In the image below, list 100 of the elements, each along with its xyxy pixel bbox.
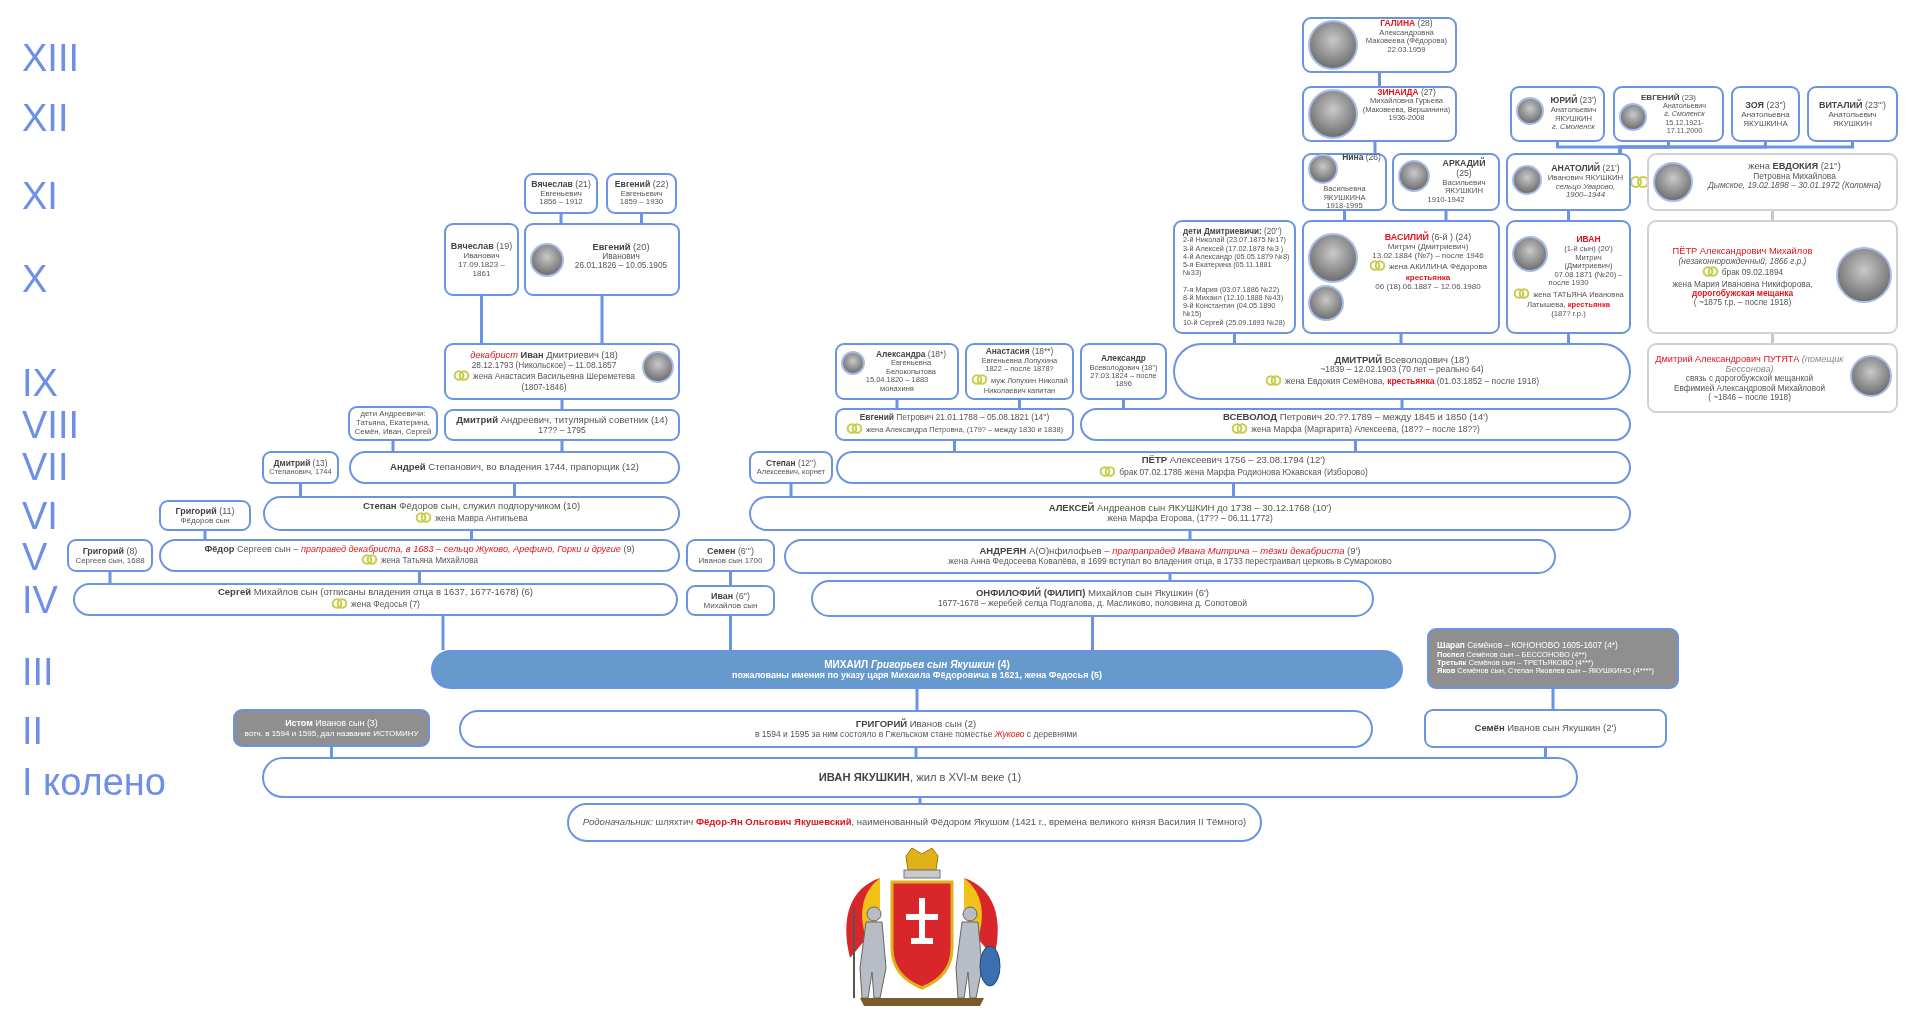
- detail-text: жена Анна Федосеева Ковалёва, в 1699 вступал во владения отца, в 1733 перестраивал церковь в Сумароково: [948, 556, 1392, 567]
- name-text: ЗОЯ (23''): [1745, 99, 1786, 110]
- detail-text: (незаконнорожденный, 1866 г.р.): [1678, 255, 1807, 266]
- connector-line: [1232, 484, 1235, 496]
- name-text: Степан (12''): [766, 457, 816, 468]
- name-text: Евгений (20): [592, 241, 650, 252]
- name-text: Александр: [1101, 353, 1146, 364]
- connector-line: [1188, 531, 1192, 539]
- person-card: [1302, 220, 1500, 334]
- generation-numeral: XIII: [22, 39, 80, 77]
- generation-numeral: IX: [22, 364, 58, 402]
- person-card: [524, 223, 680, 296]
- connector-line: [1354, 441, 1357, 451]
- person-card: [749, 451, 833, 484]
- person-card: [262, 451, 339, 484]
- connector-line: [1378, 73, 1381, 86]
- person-card: [1173, 343, 1631, 400]
- name-text: Вячеслав (19): [450, 240, 513, 251]
- detail-text: Анатольевич ЯКУШКИН: [1828, 110, 1877, 129]
- connector-line: [918, 798, 922, 803]
- detail-text: жена Анастасия Васильевна Шереметева (1807-1846): [473, 370, 635, 393]
- person-card: [444, 343, 680, 400]
- person-card: [67, 539, 153, 572]
- connector-line: [1551, 689, 1555, 709]
- name-text: ДМИТРИЙ Всеволодович (18'): [1334, 353, 1470, 365]
- detail-text: Митрич (Дмитриевич): [1387, 242, 1469, 252]
- connector-line: [108, 572, 112, 583]
- name-text: Вячеслав (21): [531, 178, 591, 189]
- person-card: [836, 451, 1631, 484]
- children-list-card: [348, 406, 438, 441]
- detail-text: жена Мария Ивановна Никифорова, дорогобужская мещанка: [1672, 278, 1813, 298]
- person-card: [1506, 153, 1631, 211]
- connector-line: [560, 441, 564, 451]
- detail-text: 1677-1678 – жеребей селца Подгалова, д. Масликово, половина д. Сопотовой: [937, 598, 1247, 609]
- connector-line: [1168, 574, 1172, 580]
- connector-line: [513, 484, 516, 496]
- children-list-card: [1173, 220, 1296, 334]
- connector-line: [299, 484, 302, 496]
- name-text: Нина (26): [1342, 152, 1381, 163]
- person-card: [1647, 343, 1898, 413]
- connector-line: [1567, 334, 1570, 343]
- name-text: АНДРЕЯН А(О)нфилофьев – прапрапрадед Ивана Митрича – тёзки декабриста (9'): [979, 545, 1361, 557]
- connector-line: [1567, 211, 1570, 220]
- name-text: ЗИНАИДА (27): [1377, 87, 1436, 97]
- generation-numeral: II: [22, 712, 44, 750]
- detail-text: Михайлов сын: [703, 601, 758, 611]
- detail-text: связь с дорогобужской мещанкой: [1685, 374, 1814, 384]
- name-text: ЮРИЙ (23'): [1550, 95, 1597, 106]
- name-text: ВАСИЛИЙ (6-й ) (24): [1384, 232, 1472, 242]
- person-card: [1302, 153, 1387, 211]
- connector-line: [441, 616, 445, 650]
- connector-line: [895, 400, 899, 408]
- person-card: [233, 709, 430, 747]
- detail-text: пожалованы имения по указу царя Михаила Фёдоровича в 1621, жена Федосья (5): [732, 670, 1102, 681]
- person-card: [1731, 86, 1800, 142]
- detail-text: 13.02.1884 (№7) – после 1946: [1372, 251, 1484, 261]
- connector-line: [480, 296, 483, 343]
- ancestor-card: [567, 803, 1262, 842]
- generation-numeral: VII: [22, 448, 69, 486]
- name-text: ЕВГЕНИЙ (23): [1640, 93, 1696, 103]
- name-text: Андрей Степанович, во владения 1744, прапорщик (12): [390, 461, 639, 473]
- name-text: АЛЕКСЕЙ Андреанов сын ЯКУШКИН до 1738 – 30.12.1768 (10'): [1048, 502, 1332, 514]
- person-card: [431, 650, 1403, 689]
- person-card: [686, 539, 775, 572]
- detail-text: ( ~1846 – после 1918): [1708, 393, 1791, 402]
- name-text: Иван (6''): [710, 590, 751, 601]
- name-text: Истом Иванов сын (3): [285, 718, 378, 729]
- connector-line: [470, 531, 473, 539]
- person-card: [459, 710, 1373, 748]
- detail-text: 17.09.1823 – 1861: [458, 260, 505, 279]
- person-card: [1510, 86, 1605, 142]
- person-card: [835, 408, 1074, 441]
- connector-line: [1400, 400, 1404, 408]
- connector-line: [1018, 400, 1021, 408]
- connector-line: [391, 441, 395, 451]
- name-text: ИВАН: [1576, 234, 1601, 245]
- person-card: [749, 496, 1631, 531]
- connector-line: [1544, 748, 1547, 757]
- detail-text: Сергеев сын, 1688: [75, 556, 145, 566]
- connector-line: [789, 484, 793, 496]
- detail-text: Иванович: [602, 251, 640, 261]
- name-text: Родоначальник: шляхтич Фёдор-Ян Ольгович Якушевский, наименованный Фёдором Якушом (1421 г., времена великого князя Василия II Тёмного): [582, 816, 1247, 828]
- branch-card: [1427, 628, 1679, 689]
- detail-text: вотч. в 1594 и 1595, дал название ИСТОМИНУ: [244, 728, 419, 738]
- name-text: ГРИГОРИЙ Иванов сын (2): [855, 717, 977, 729]
- person-card: [444, 409, 680, 441]
- name-text: Семен (6'''): [707, 545, 754, 556]
- detail-text: Анатольевна ЯКУШКИНА: [1741, 110, 1790, 129]
- detail-text: брак 07.02.1786 жена Марфа Родионова Юкавская (Изборово): [1119, 467, 1368, 478]
- detail-text: 26.01.1826 – 10.05.1905: [574, 260, 668, 271]
- generation-numeral: XII: [22, 99, 69, 137]
- detail-text: жена Федосья (7): [351, 599, 420, 610]
- generation-numeral: VIII: [22, 406, 80, 444]
- person-card: [1647, 153, 1898, 211]
- name-text: Евгений (22): [614, 178, 669, 189]
- name-text: ВИТАЛИЙ (23'''): [1818, 99, 1887, 110]
- person-card: [835, 343, 959, 400]
- name-text: Григорий (11): [175, 505, 235, 516]
- connector-line: [914, 748, 918, 757]
- name-text: АНАТОЛИЙ (21'): [1551, 162, 1620, 173]
